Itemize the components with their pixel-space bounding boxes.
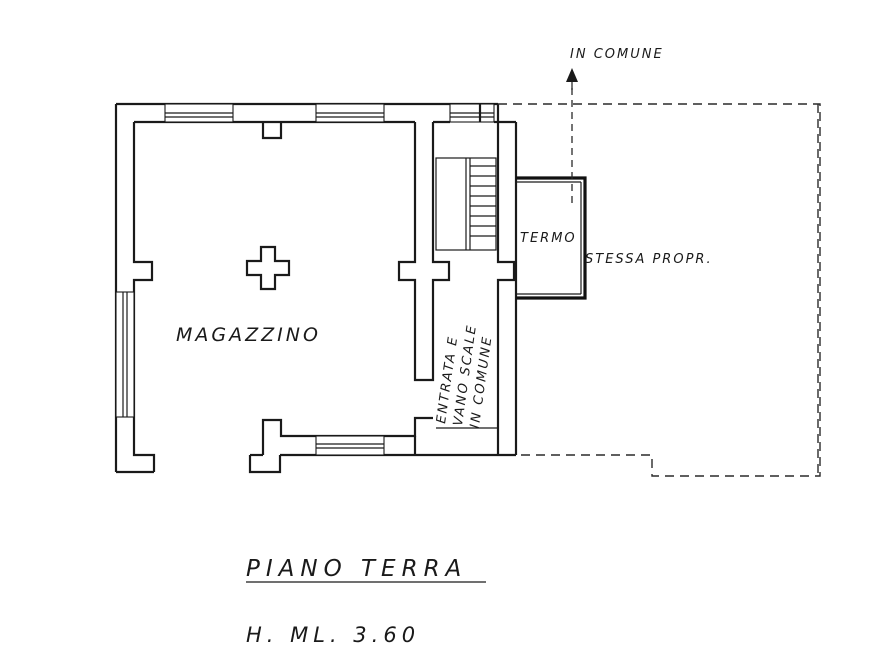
neighbor-outline bbox=[498, 103, 821, 477]
room-label-termo: TERMO bbox=[520, 231, 577, 246]
partition-wall bbox=[397, 122, 451, 382]
up-arrow bbox=[566, 68, 578, 205]
entrance-label: ENTRATA E VANO SCALE IN COMUNE bbox=[434, 323, 496, 429]
neighbor-label: STESSA PROPR. bbox=[585, 252, 713, 267]
arrow-label: IN COMUNE bbox=[570, 47, 664, 62]
top-pilaster bbox=[261, 122, 283, 140]
bottom-wall bbox=[248, 416, 498, 474]
room-label-magazzino: MAGAZZINO bbox=[176, 324, 321, 346]
height-note: H. ML. 3.60 bbox=[246, 623, 420, 647]
top-windows bbox=[164, 103, 495, 123]
termo-room bbox=[516, 176, 587, 300]
left-window bbox=[115, 291, 135, 418]
staircase bbox=[435, 157, 498, 429]
central-column bbox=[245, 245, 291, 291]
floor-title: PIANO TERRA bbox=[246, 556, 467, 582]
